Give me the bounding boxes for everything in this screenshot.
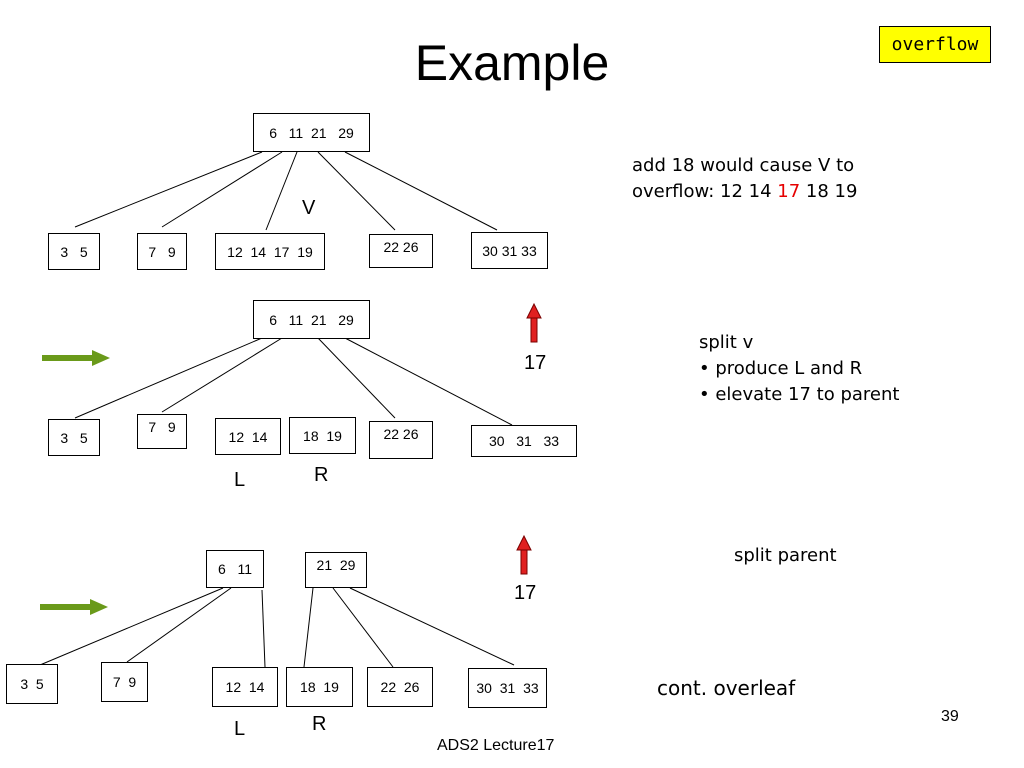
leaf-node: 3 5 (6, 664, 58, 704)
left-split-node: 12 14 (215, 418, 281, 455)
leaf-node: 22 26 (367, 667, 433, 707)
edge (39, 587, 224, 666)
node-label-l: L (234, 469, 246, 491)
overflow-note-line2: overflow: 12 14 17 18 19 (632, 179, 857, 205)
edge (261, 589, 266, 668)
node-label-v: V (302, 197, 316, 219)
edge (344, 151, 498, 231)
overflow-badge: overflow (879, 26, 991, 63)
overflow-note-suffix: 18 19 (800, 181, 858, 202)
edge (303, 587, 314, 668)
split-v-note: split v • produce L and R • elevate 17 t… (699, 330, 899, 408)
step-arrow-icon (42, 350, 110, 366)
leaf-node: 7 9 (137, 414, 187, 449)
node-label-l: L (234, 718, 246, 740)
step-arrow-icon (40, 599, 108, 615)
leaf-node: 12 14 (212, 667, 278, 707)
overflow-node-v: 12 14 17 19 (215, 233, 325, 270)
edge (332, 587, 394, 668)
root-node: 6 11 21 29 (253, 113, 370, 152)
leaf-node: 22 26 (369, 421, 433, 459)
leaf-node: 3 5 (48, 233, 100, 270)
split-parent-note: split parent (734, 545, 837, 566)
elevated-key: 17 (524, 352, 547, 374)
footer-text: ADS2 Lecture17 (437, 737, 555, 754)
split-v-heading: split v (699, 332, 754, 353)
overflow-note-line1: add 18 would cause V to (632, 155, 855, 176)
right-split-node: 18 19 (289, 417, 356, 454)
overflow-note: add 18 would cause V to overflow: 12 14 … (632, 153, 857, 205)
overflow-highlight: 17 (777, 181, 801, 202)
leaf-node: 18 19 (286, 667, 353, 707)
leaf-node: 30 31 33 (471, 232, 548, 269)
page-number: 39 (941, 708, 959, 725)
edge (74, 337, 263, 419)
page-title: Example (414, 35, 610, 91)
leaf-node: 30 31 33 (471, 425, 577, 457)
continued-note: cont. overleaf (657, 676, 796, 700)
edge (126, 587, 232, 663)
leaf-node: 7 9 (101, 662, 148, 702)
leaf-node: 30 31 33 (468, 668, 547, 708)
node-label-r: R (312, 713, 327, 735)
edge (344, 337, 513, 426)
root-node: 6 11 21 29 (253, 300, 370, 339)
up-arrow-icon (526, 302, 542, 343)
split-v-bullet: • produce L and R (699, 358, 863, 379)
edge (161, 337, 283, 413)
leaf-node: 3 5 (48, 419, 100, 456)
split-v-bullet: • elevate 17 to parent (699, 384, 900, 405)
edge (265, 151, 298, 231)
overflow-note-prefix: overflow: 12 14 (632, 181, 778, 202)
leaf-node: 22 26 (369, 234, 433, 268)
edge (317, 151, 396, 231)
edge (74, 151, 263, 228)
leaf-node: 7 9 (137, 233, 187, 270)
edge (349, 587, 515, 666)
elevated-key: 17 (514, 582, 537, 604)
node-label-r: R (314, 464, 329, 486)
up-arrow-icon (516, 534, 532, 575)
edge (161, 151, 283, 228)
right-parent-node: 21 29 (305, 552, 367, 588)
left-parent-node: 6 11 (206, 550, 264, 588)
edge (317, 337, 396, 419)
